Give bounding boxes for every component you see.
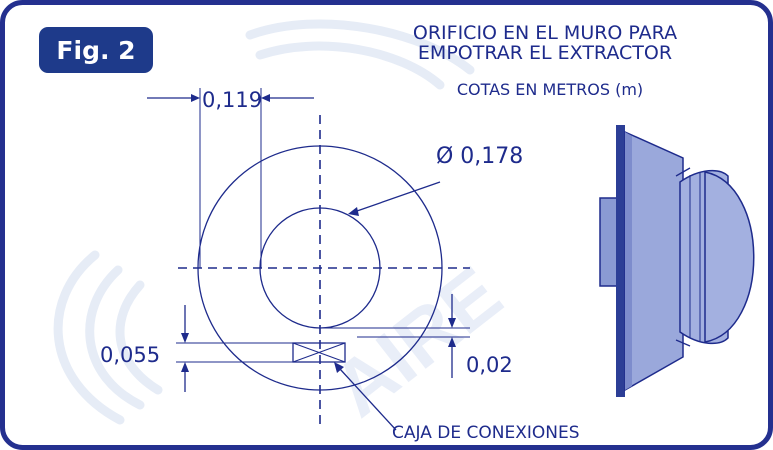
junction-box-leader	[334, 362, 397, 431]
dimension-0055	[176, 305, 293, 392]
title-line-1: ORIFICIO EN EL MURO PARA	[413, 22, 677, 44]
junction-box-label: CAJA DE CONEXIONES	[392, 423, 579, 443]
dimension-label-diameter: Ø 0,178	[436, 144, 523, 169]
junction-box	[292, 342, 346, 363]
dimension-label-box-offset: 0,02	[466, 353, 513, 377]
figure-badge	[39, 27, 153, 73]
dimension-002	[316, 294, 470, 378]
figure-badge-label: Fig. 2	[56, 36, 135, 65]
dimension-0119	[147, 94, 314, 102]
watermark-swirl	[53, 19, 475, 425]
extractor-fan-illustration	[599, 125, 755, 397]
units-note: COTAS EN METROS (m)	[457, 80, 643, 99]
dimension-label-box-height: 0,055	[100, 343, 160, 367]
title-line-2: EMPOTRAR EL EXTRACTOR	[418, 42, 672, 64]
dimension-label-offset: 0,119	[202, 88, 262, 112]
diameter-leader	[348, 181, 441, 216]
